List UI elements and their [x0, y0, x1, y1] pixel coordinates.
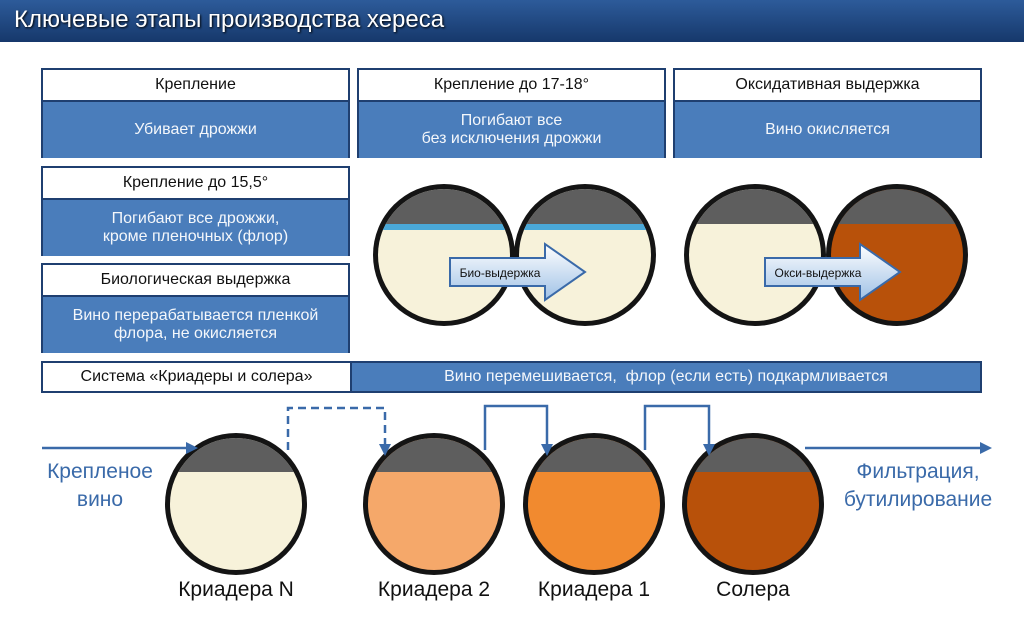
barrel-bio-before — [373, 184, 515, 326]
caption-criadera-1: Криадера 1 — [524, 578, 664, 602]
barrel-oxi-before — [684, 184, 826, 326]
barrel-criadera-1 — [523, 433, 665, 575]
oxi-arrow-label: Окси-выдержка — [775, 266, 862, 280]
output-label: Фильтрация, бутилирование — [838, 458, 998, 514]
transfer-dashed-n-to-2 — [288, 408, 385, 450]
barrel-oxi-after — [826, 184, 968, 326]
output-arrowhead — [980, 442, 992, 454]
bio-arrow-label: Био-выдержка — [460, 266, 541, 280]
transfer-2-to-1 — [485, 406, 547, 450]
caption-criadera-2: Криадера 2 — [364, 578, 504, 602]
barrel-solera — [682, 433, 824, 575]
caption-criadera-n: Криадера N — [166, 578, 306, 602]
barrel-bio-after — [514, 184, 656, 326]
caption-solera: Солера — [683, 578, 823, 602]
transfer-1-to-solera — [645, 406, 709, 450]
input-label: Крепленое вино — [40, 458, 160, 514]
barrel-criadera-n — [165, 433, 307, 575]
